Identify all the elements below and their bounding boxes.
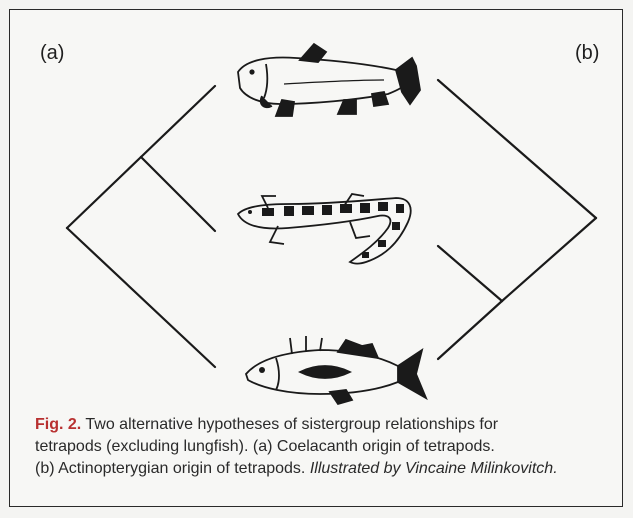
caption-line-1-text: Two alternative hypotheses of sistergrou… (81, 416, 498, 433)
caption-line-2: tetrapods (excluding lungfish). (a) Coel… (35, 436, 615, 458)
tree-b-branch-coelacanth (438, 80, 596, 218)
figure-number: Fig. 2. (35, 416, 81, 433)
tree-a-branch-coelacanth (141, 86, 215, 157)
tree-a-internal-branch (67, 157, 141, 228)
salamander-illustration (238, 194, 411, 264)
tree-b-internal-branch (502, 218, 596, 301)
figure-caption: Fig. 2. Two alternative hypotheses of si… (35, 414, 615, 480)
tree-a-branch-actinopterygian (67, 228, 215, 367)
tree-b-branch-actinopterygian (438, 301, 502, 359)
tree-a (67, 86, 215, 367)
stickleback-illustration (246, 336, 426, 404)
illustrator-credit: Illustrated by Vincaine Milinkovitch. (310, 460, 558, 477)
caption-line-1: Fig. 2. Two alternative hypotheses of si… (35, 414, 615, 436)
coelacanth-illustration (238, 44, 420, 116)
tree-b-branch-tetrapod (438, 246, 502, 301)
tree-a-branch-tetrapod (141, 157, 215, 231)
caption-line-3: (b) Actinopterygian origin of tetrapods.… (35, 458, 615, 480)
tree-b (438, 80, 596, 359)
caption-line-3-text: (b) Actinopterygian origin of tetrapods. (35, 460, 310, 477)
